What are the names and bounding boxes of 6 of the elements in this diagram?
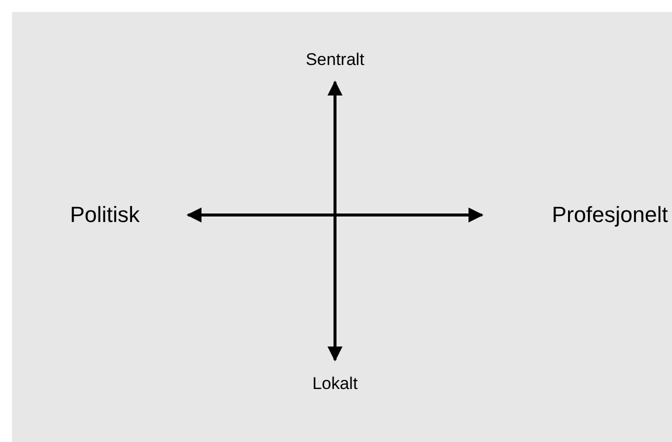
double-arrow xyxy=(186,208,484,222)
axis-label: Lokalt xyxy=(312,374,358,394)
double-arrow xyxy=(328,80,342,362)
axis-label: Politisk xyxy=(70,202,140,228)
axis-label: Sentralt xyxy=(306,50,364,70)
axis-label: Profesjonelt xyxy=(552,202,668,228)
